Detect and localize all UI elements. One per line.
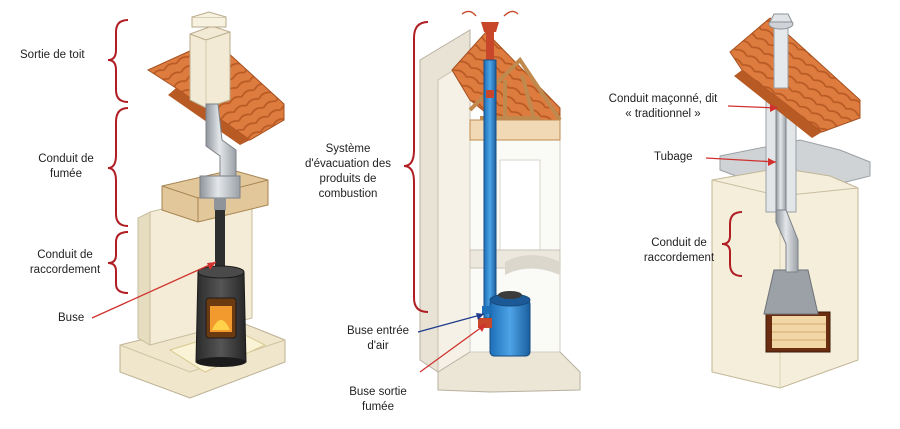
label-roof-exit: Sortie de toit bbox=[20, 49, 85, 61]
label-flue: Conduit de fumée bbox=[38, 153, 94, 180]
diagram-3-fireplace bbox=[711, 13, 871, 389]
diagram-1-stove bbox=[119, 11, 286, 399]
label-nozzle: Buse bbox=[58, 312, 85, 324]
diagram-2-house bbox=[419, 10, 581, 393]
label-connection-3: Conduit de raccordement bbox=[643, 237, 715, 264]
brace-system bbox=[403, 21, 429, 313]
diagram-1-braces bbox=[107, 19, 129, 294]
label-system: Système d'évacuation des produits de com… bbox=[305, 143, 391, 200]
pointer-liner bbox=[705, 157, 777, 163]
pointer-air-inlet bbox=[417, 313, 485, 333]
label-liner: Tubage bbox=[654, 151, 693, 163]
pointer-smoke-outlet bbox=[419, 323, 487, 373]
brace-flue bbox=[107, 107, 129, 227]
brace-connection bbox=[107, 231, 129, 294]
label-connection: Conduit de raccordement bbox=[29, 249, 101, 276]
pointer-nozzle bbox=[91, 261, 217, 319]
pointer-masonry bbox=[727, 105, 779, 109]
brace-connection-3 bbox=[721, 211, 743, 277]
label-masonry: Conduit maçonné, dit « traditionnel » bbox=[608, 93, 718, 120]
label-smoke-outlet: Buse sortie fumée bbox=[349, 386, 407, 413]
label-air-inlet: Buse entrée d'air bbox=[346, 325, 409, 352]
brace-roof-exit bbox=[107, 19, 129, 103]
